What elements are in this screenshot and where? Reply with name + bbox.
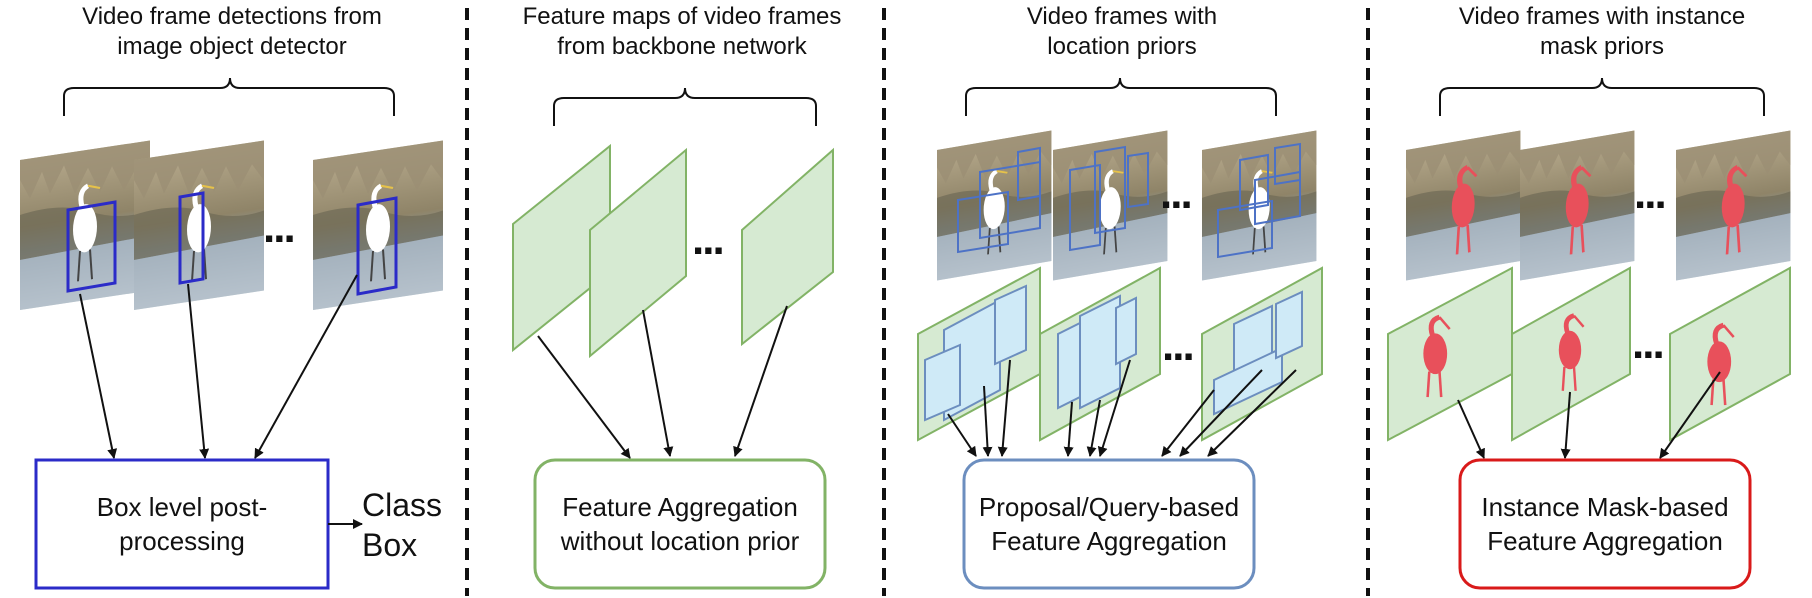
frame-thumbnail-3 — [313, 141, 443, 311]
ellipsis: ... — [1634, 169, 1665, 218]
mask-feature-aggregation-box — [1458, 458, 1752, 590]
panel-4-title-line-1: Video frames with instance — [1459, 3, 1745, 30]
feature-map-with-proposals-3 — [1201, 266, 1323, 442]
arrow-icon — [254, 274, 358, 459]
arrow-icon — [1161, 389, 1215, 457]
ellipsis: ... — [692, 215, 723, 264]
panel-4-box-line-1: Instance Mask-based — [1481, 492, 1728, 522]
frame-thumbnail-3 — [1202, 131, 1316, 281]
feature-map-3 — [741, 147, 834, 347]
proposal-box — [1069, 163, 1101, 252]
panel-4-title-line-2: mask priors — [1540, 33, 1664, 60]
panel-1-box-line-2: processing — [119, 526, 245, 556]
panel-location-priors: Video frames with location priors ... — [917, 3, 1323, 590]
panel-2-title-line-2: from backbone network — [557, 33, 807, 60]
arrow-icon — [1179, 369, 1263, 457]
ellipsis: ... — [1160, 169, 1191, 218]
feature-map-2 — [589, 147, 687, 359]
box-level-postprocessing-box — [34, 458, 330, 590]
arrow-icon — [1097, 359, 1131, 457]
arrow-icon — [1086, 399, 1101, 457]
detection-box — [178, 191, 205, 285]
output-class-label: Class — [362, 487, 442, 523]
arrow-icon — [733, 305, 788, 457]
arrow-icon — [537, 335, 631, 459]
panel-1-title-line-2: image object detector — [117, 33, 346, 60]
feature-map-with-mask-1 — [1387, 266, 1513, 442]
arrow-icon — [1063, 401, 1074, 457]
proposal-region — [1275, 290, 1303, 360]
proposal-region — [924, 343, 961, 422]
panel-2-brace — [553, 87, 817, 126]
detection-box — [356, 196, 398, 296]
feature-aggregation-box — [533, 458, 827, 590]
panel-4-brace — [1439, 77, 1765, 116]
panel-3-box-line-2: Feature Aggregation — [991, 526, 1227, 556]
arrow-icon — [1560, 391, 1571, 459]
proposal-box — [1017, 146, 1041, 202]
frame-thumbnail-1 — [1406, 131, 1520, 281]
panel-1-title-line-1: Video frame detections from — [82, 3, 382, 30]
frame-thumbnail-1 — [937, 131, 1051, 281]
proposal-feature-aggregation-box — [962, 458, 1256, 590]
proposal-box — [979, 160, 1041, 240]
frame-thumbnail-3 — [1676, 131, 1790, 281]
proposal-box — [957, 190, 1009, 254]
frame-thumbnail-2 — [1520, 131, 1634, 281]
panel-1-box-line-1: Box level post- — [97, 492, 268, 522]
ellipsis: ... — [1162, 321, 1193, 370]
panel-2-box-line-1: Feature Aggregation — [562, 492, 798, 522]
arrow-icon — [982, 385, 993, 457]
arrow-icon — [1207, 369, 1297, 457]
proposal-region — [1213, 346, 1283, 416]
feature-map-with-mask-2 — [1511, 266, 1631, 442]
detection-box — [66, 200, 117, 293]
panel-4-box-line-2: Feature Aggregation — [1487, 526, 1723, 556]
output-box-label: Box — [362, 527, 417, 563]
arrow-icon — [1659, 371, 1721, 459]
arrow-icon — [79, 293, 118, 459]
ellipsis: ... — [1632, 319, 1663, 368]
panel-1-brace — [63, 77, 395, 116]
panel-2-title-line-1: Feature maps of video frames — [523, 3, 842, 30]
arrow-icon — [1457, 399, 1485, 459]
proposal-box — [1254, 170, 1301, 226]
proposal-region — [1057, 320, 1083, 410]
arrow-icon — [642, 309, 674, 457]
arrow-icon — [947, 413, 977, 457]
proposal-box — [1127, 151, 1149, 209]
panel-feature-maps: Feature maps of video frames from backbo… — [512, 3, 842, 590]
proposal-box — [1094, 145, 1126, 235]
frame-thumbnail-2 — [134, 141, 264, 311]
panel-mask-priors: Video frames with instance mask priors .… — [1387, 3, 1791, 590]
arrow-icon — [997, 359, 1011, 457]
panel-image-detections: Video frame detections from image object… — [20, 3, 443, 590]
proposal-region — [1079, 294, 1121, 410]
frame-thumbnail-2 — [1053, 131, 1167, 281]
proposal-region — [994, 284, 1027, 366]
panel-3-title-line-2: location priors — [1047, 33, 1196, 60]
proposal-box — [1274, 142, 1301, 186]
ellipsis: ... — [263, 203, 294, 252]
feature-map-with-proposals-2 — [1039, 266, 1161, 442]
panel-3-box-line-1: Proposal/Query-based — [979, 492, 1239, 522]
frame-thumbnail-1 — [20, 141, 150, 311]
proposal-region — [1115, 296, 1137, 366]
panel-2-box-line-2: without location prior — [560, 526, 800, 556]
panel-3-title-line-1: Video frames with — [1027, 3, 1217, 30]
panel-3-brace — [965, 77, 1277, 116]
proposal-box — [1239, 153, 1269, 212]
feature-map-with-proposals-1 — [917, 266, 1041, 442]
feature-map-with-mask-3 — [1669, 266, 1791, 442]
arrow-icon — [187, 283, 210, 459]
